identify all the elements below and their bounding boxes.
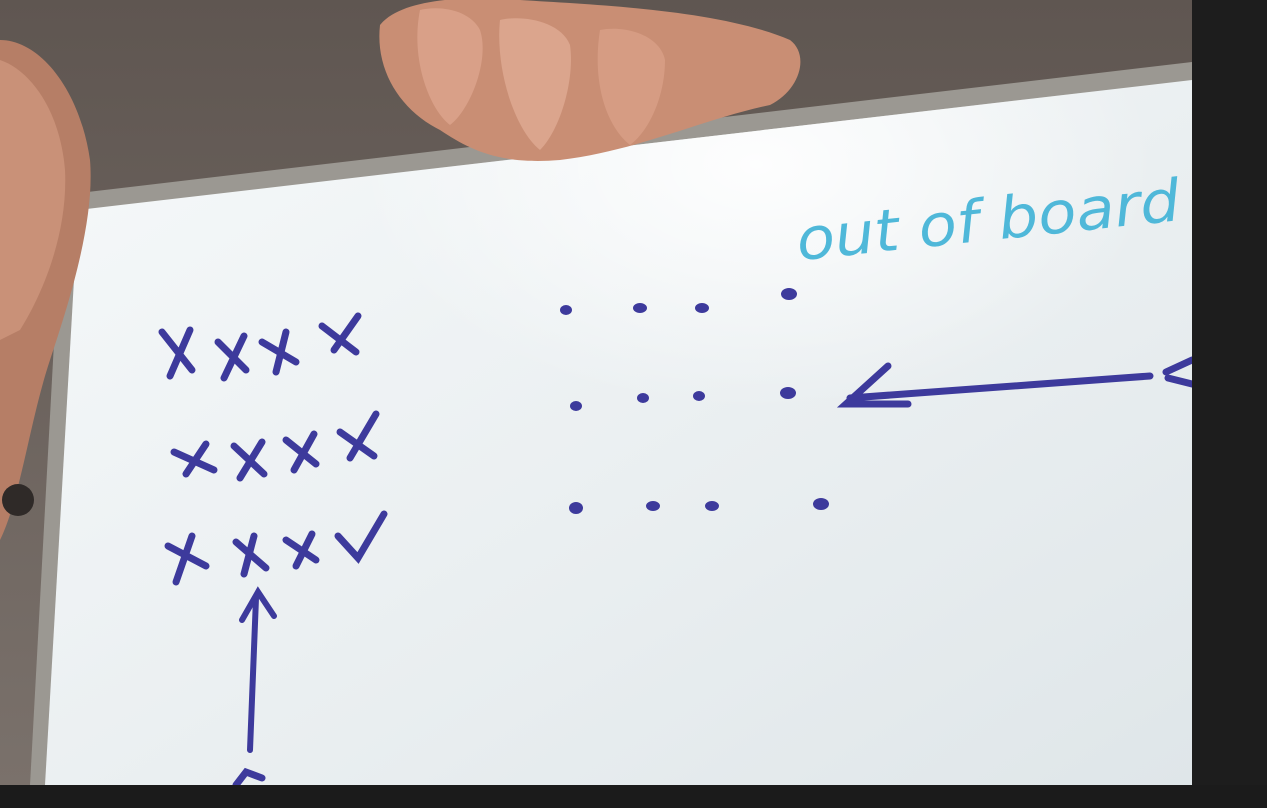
hand-top xyxy=(379,0,801,161)
x-mark xyxy=(318,312,362,356)
dot xyxy=(637,393,649,403)
x-mark xyxy=(164,532,210,586)
dot xyxy=(646,501,660,511)
dot xyxy=(569,502,583,514)
dot xyxy=(780,387,796,399)
dot-grid xyxy=(560,288,829,514)
x-mark xyxy=(336,410,380,462)
webcam-feed: out of board xyxy=(0,0,1192,785)
dot xyxy=(781,288,797,300)
dot xyxy=(693,391,705,401)
up-arrow xyxy=(232,586,277,785)
x-mark xyxy=(282,530,320,570)
x-mark xyxy=(214,332,250,382)
check-mark xyxy=(334,510,388,564)
x-mark xyxy=(232,532,270,578)
board-glare xyxy=(45,80,1192,785)
x-mark xyxy=(258,328,300,376)
dot xyxy=(705,501,719,511)
whiteboard-scene: out of board xyxy=(0,0,1192,785)
x-mark xyxy=(158,326,196,380)
x-mark xyxy=(282,430,320,474)
dot xyxy=(813,498,829,510)
letterbox-bottom xyxy=(0,785,1267,808)
hand-left xyxy=(0,40,91,540)
x-mark xyxy=(170,440,218,478)
left-arrow xyxy=(836,356,1192,408)
x-mark xyxy=(230,438,268,482)
x-grid xyxy=(158,312,388,586)
dot xyxy=(633,303,647,313)
letterbox-right xyxy=(1192,0,1267,808)
dot xyxy=(695,303,709,313)
dot xyxy=(570,401,582,411)
dot xyxy=(560,305,572,315)
